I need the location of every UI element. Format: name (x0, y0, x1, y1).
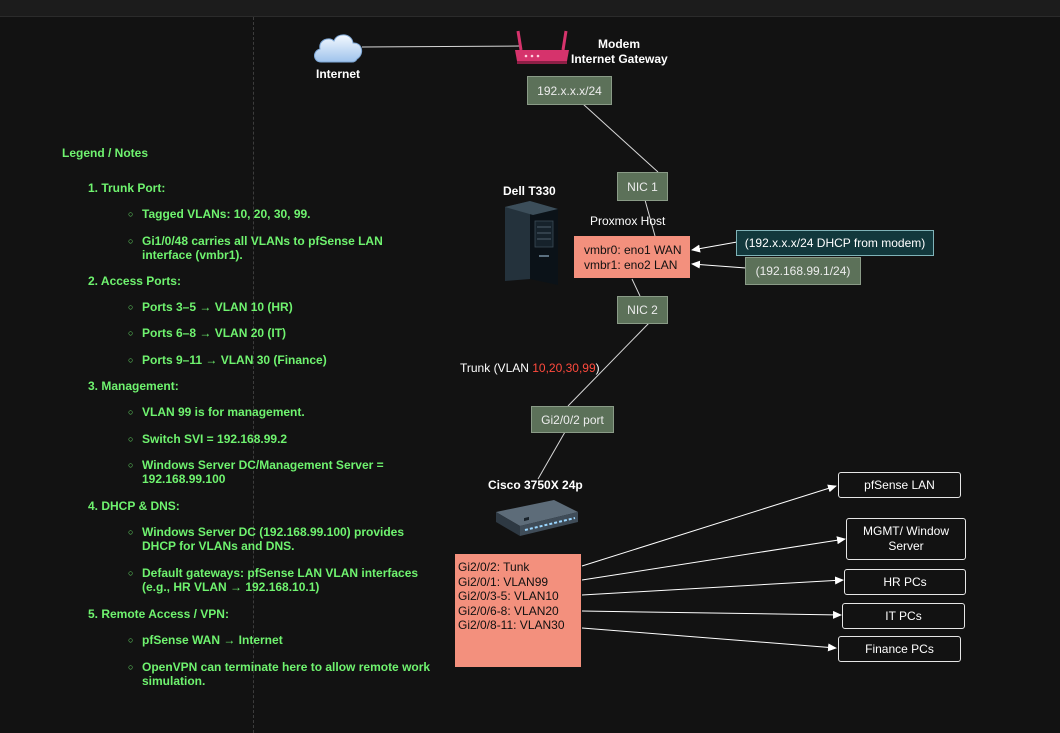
legend-section-heading: 3. Management: (88, 379, 179, 393)
bridge-wan-text: vmbr0: eno1 WAN (584, 243, 682, 257)
server-model-label: Dell T330 (503, 184, 556, 198)
wire-host-nic2 (631, 278, 641, 297)
finance-pcs-box[interactable]: Finance PCs (838, 636, 961, 662)
mgmt-server-box[interactable]: MGMT/ Window Server (846, 518, 966, 560)
arrow-mgmt (581, 536, 846, 581)
bullet-icon: ○ (128, 434, 134, 444)
legend-item: VLAN 99 is for management. (142, 405, 305, 419)
bullet-icon: ○ (128, 236, 134, 246)
arrow-hr (581, 576, 844, 596)
bullet-icon: ○ (128, 209, 134, 219)
port-line: Gi2/0/8-11: VLAN30 (458, 618, 565, 632)
bullet-icon: ○ (128, 302, 134, 312)
bullet-icon: ○ (128, 527, 134, 537)
wire-nic1-host (644, 199, 656, 237)
modem-subnet-box[interactable]: 192.x.x.x/24 (527, 76, 612, 105)
switch-icon (496, 500, 578, 536)
wire-gi-switch (537, 431, 566, 480)
mgmt-line1: MGMT/ Window (862, 524, 949, 538)
port-line: Gi2/0/6-8: VLAN20 (458, 603, 559, 618)
mgmt-line2: Server (888, 539, 924, 553)
server-icon (505, 201, 558, 285)
top-toolbar (0, 0, 1060, 17)
lan-ip-box[interactable]: (192.168.99.1/24) (745, 257, 861, 285)
port-line: Gi2/0/3-5: VLAN10 (458, 589, 559, 603)
cloud-icon (314, 34, 363, 63)
router-icon (515, 30, 569, 64)
arrow-dhcp (691, 241, 738, 253)
bullet-icon: ○ (128, 568, 134, 578)
port-line: Gi2/0/2: Tunk (458, 560, 530, 574)
trunk-suffix: ) (595, 361, 600, 375)
it-pcs-box[interactable]: IT PCs (842, 603, 965, 629)
bullet-icon: ○ (128, 407, 134, 417)
legend-title: Legend / Notes (62, 146, 149, 160)
legend-section-heading: 5. Remote Access / VPN: (88, 607, 229, 621)
wire-nic2-gi (567, 321, 651, 407)
port-line: Gi2/0/1: VLAN99 (458, 574, 549, 589)
wire-internet-modem (361, 45, 521, 48)
legend-item: pfSense WAN → Internet (142, 633, 283, 647)
dhcp-from-modem-box[interactable]: (192.x.x.x/24 DHCP from modem) (736, 230, 934, 256)
legend-item: Ports 6–8 → VLAN 20 (IT) (142, 326, 287, 340)
nic2-box[interactable]: NIC 2 (617, 296, 668, 324)
legend-item: Switch SVI = 192.168.99.2 (142, 432, 288, 446)
proxmox-host-label: Proxmox Host (590, 214, 666, 228)
nic1-box[interactable]: NIC 1 (617, 172, 668, 201)
switch-ports-box[interactable]: Gi2/0/2: Tunk Gi2/0/1: VLAN99 Gi2/0/3-5:… (455, 554, 581, 667)
bullet-icon: ○ (128, 328, 134, 338)
gateway-label: Internet Gateway (571, 52, 668, 66)
hr-pcs-box[interactable]: HR PCs (844, 569, 966, 595)
arrow-it (581, 610, 842, 619)
wire-modem-nic1 (582, 103, 659, 173)
trunk-label: Trunk (VLAN 10,20,30,99) (460, 361, 600, 375)
trunk-prefix: Trunk (VLAN (460, 361, 533, 375)
pfsense-lan-box[interactable]: pfSense LAN (838, 472, 961, 498)
legend-section-heading: 1. Trunk Port: (88, 181, 166, 195)
arrow-pfsense (581, 484, 837, 567)
arrow-finance (581, 627, 837, 652)
trunk-vlans: 10,20,30,99 (532, 361, 596, 375)
internet-label: Internet (316, 67, 361, 81)
arrow-lan-ip (691, 260, 747, 269)
gi-port-box[interactable]: Gi2/0/2 port (531, 406, 614, 433)
bullet-icon: ○ (128, 460, 134, 470)
modem-label: Modem (598, 37, 640, 51)
legend-item: Ports 9–11 → VLAN 30 (Finance) (142, 353, 327, 367)
page-divider (253, 17, 254, 733)
legend-item: Default gateways: pfSense LAN VLAN inter… (142, 566, 419, 594)
legend-item: Ports 3–5 → VLAN 10 (HR) (142, 300, 293, 314)
legend-section-heading: 2. Access Ports: (88, 274, 181, 288)
legend-item: Tagged VLANs: 10, 20, 30, 99. (142, 207, 311, 221)
legend-item: Windows Server DC (192.168.99.100) provi… (142, 525, 405, 553)
switch-model-label: Cisco 3750X 24p (488, 478, 583, 492)
bullet-icon: ○ (128, 355, 134, 365)
legend-item: Windows Server DC/Management Server =192… (142, 458, 384, 486)
proxmox-bridges-box[interactable]: vmbr0: eno1 WAN vmbr1: eno2 LAN (574, 236, 690, 278)
legend-section-heading: 4. DHCP & DNS: (88, 499, 180, 513)
bullet-icon: ○ (128, 662, 134, 672)
bridge-lan-text: vmbr1: eno2 LAN (584, 258, 678, 272)
legend-item: OpenVPN can terminate here to allow remo… (142, 660, 431, 688)
legend-item: Gi1/0/48 carries all VLANs to pfSense LA… (142, 234, 383, 262)
bullet-icon: ○ (128, 635, 134, 645)
